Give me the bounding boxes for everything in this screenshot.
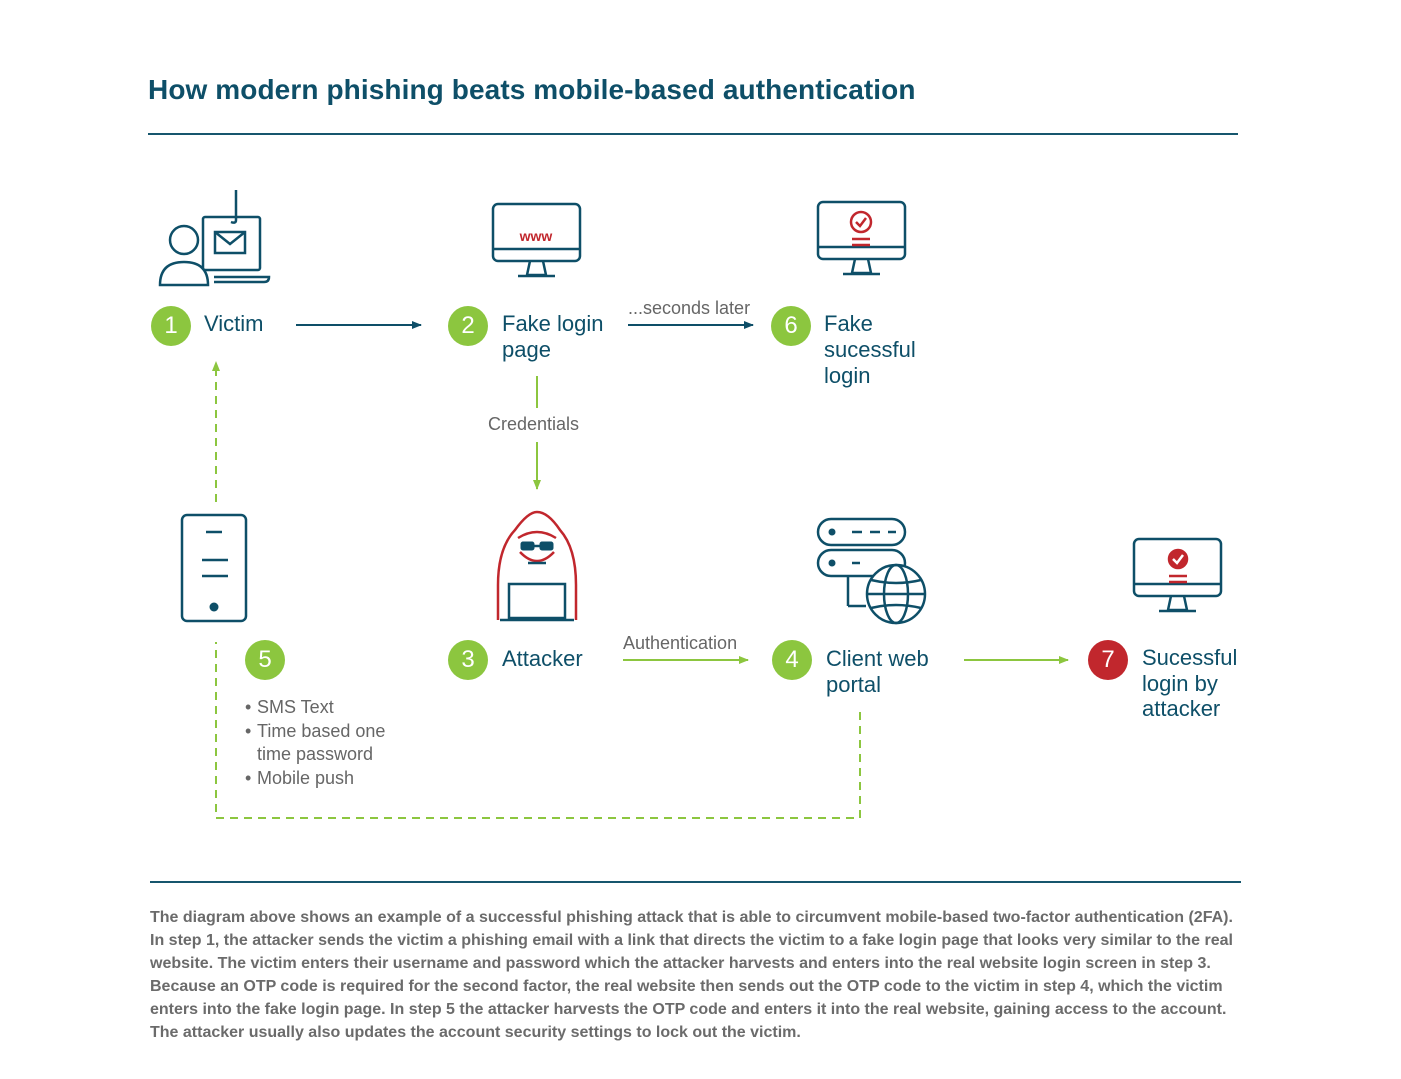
credentials-label: Credentials: [488, 414, 580, 434]
step-badge-7: 7: [1088, 640, 1128, 680]
real-success-label: Sucessful login by attacker: [1142, 645, 1238, 721]
server-globe-icon: [816, 517, 927, 625]
step-badge-2: 2: [448, 306, 488, 346]
attacker-label: Attacker: [502, 646, 583, 671]
success-monitor-icon: [1132, 537, 1223, 613]
seconds-later-label: ...seconds later: [628, 298, 751, 318]
list-item: •Time based one time password: [245, 720, 386, 765]
victim-phishing-icon: [158, 190, 271, 287]
diagram-description: The diagram above shows an example of a …: [150, 909, 1233, 1041]
bottom-divider: [150, 881, 1241, 883]
check-icon: [1167, 548, 1189, 584]
server-light-icon: [828, 528, 836, 536]
fake-success-monitor-icon: [816, 200, 907, 276]
list-item: •Mobile push: [245, 767, 355, 788]
step-badge-4: 4: [772, 640, 812, 680]
step-badge-3: 3: [448, 640, 488, 680]
step-badge-1: 1: [151, 306, 191, 346]
check-icon: [849, 210, 873, 247]
step-badge-6: 6: [771, 306, 811, 346]
top-divider: [148, 133, 1238, 135]
server-light-icon: [828, 559, 836, 567]
otp-methods-list: •SMS Text •Time based one time password …: [245, 696, 417, 790]
fake-success-label: Fake sucessful login: [824, 311, 916, 388]
dashed-otp-path: [215, 642, 861, 819]
authentication-label: Authentication: [623, 633, 738, 653]
fake-login-label: Fake login page: [502, 311, 604, 362]
www-text: www: [519, 228, 553, 244]
fake-login-monitor-icon: [491, 202, 582, 278]
step-badge-5: 5: [245, 640, 285, 680]
page-title: How modern phishing beats mobile-based a…: [148, 74, 916, 105]
phone-button-icon: [209, 602, 219, 612]
hooded-attacker-icon: [496, 510, 578, 622]
mobile-phone-icon: [180, 513, 248, 623]
victim-label: Victim: [204, 311, 264, 336]
list-item: •SMS Text: [245, 697, 334, 717]
portal-label: Client web portal: [826, 646, 929, 697]
